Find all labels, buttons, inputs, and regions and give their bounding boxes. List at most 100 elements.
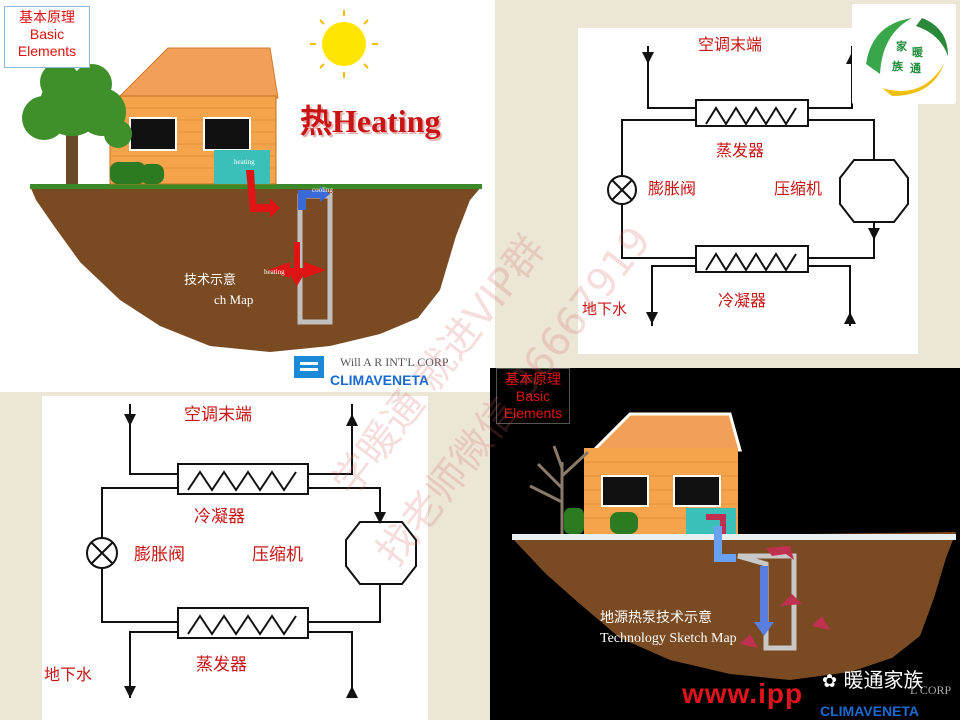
pipe-terminal-left (129, 404, 178, 475)
bottom-coil (187, 614, 297, 636)
pipe-loop-left-bottom (621, 204, 696, 259)
corp-name: Will A R INT'L CORP (340, 355, 449, 369)
heat-reject-arrow-1 (780, 594, 802, 606)
flow-arrowheads (124, 414, 386, 698)
top-hx-label: 冷凝器 (194, 507, 245, 527)
pipe-ground-left (129, 631, 178, 698)
compressor-icon (839, 159, 909, 223)
bottom-coil (705, 252, 797, 272)
pipe-loop-right-bottom (308, 584, 381, 623)
snow-line (512, 534, 956, 540)
pipe-label-heating: heating (234, 158, 255, 166)
return-up-arrow (766, 546, 794, 560)
heating-illustration-panel: heating cooling heating 技术示意 ch Map Will… (0, 0, 495, 392)
bush-mid (610, 512, 638, 534)
top-coil (187, 470, 297, 492)
house-window-left (601, 475, 649, 507)
top-hx-label: 蒸发器 (716, 141, 764, 160)
logo-char-2: 暖 (912, 46, 923, 59)
logo-char-4: 通 (910, 62, 921, 75)
label-line-3: Elements (17, 43, 77, 59)
corp-brand: CLIMAVENETA (330, 372, 429, 388)
house-roof (116, 47, 279, 99)
soil-ground (512, 532, 956, 680)
wechat-name-text: 暖通家族 (843, 668, 924, 692)
house-window-right (673, 475, 721, 507)
compressor-icon (345, 521, 417, 585)
valve-label: 膨胀阀 (134, 545, 185, 565)
sketch-caption-en: Technology Sketch Map (600, 631, 737, 646)
climaveneta-logo (294, 356, 324, 378)
label-line-3: Elements (503, 405, 563, 421)
sun-icon (322, 22, 366, 66)
expansion-valve-icon (86, 537, 118, 569)
groundwater-label: 地下水 (582, 300, 627, 318)
bare-tree (529, 445, 590, 534)
cooling-scene: 地源热泵技术示意 Technology Sketch Map L CORP CL… (512, 412, 956, 719)
logo-char-1: 家 (896, 40, 907, 53)
logo-swoosh (866, 18, 948, 96)
logo-char-3: 族 (892, 60, 903, 73)
label-line-1: 基本原理 (19, 9, 75, 25)
pipe-terminal-right (308, 404, 353, 475)
bottom-hx-label: 蒸发器 (196, 655, 247, 675)
heat-reject-arrow-2 (812, 616, 830, 630)
top-heat-exchanger (177, 463, 309, 495)
label-line-1: 基本原理 (505, 371, 561, 387)
sun-rays (310, 10, 378, 78)
basic-elements-label: 基本原理 Basic Elements (4, 6, 90, 68)
wechat-account-name: ✿ 暖通家族 (822, 664, 923, 693)
label-line-2: Basic (29, 26, 65, 42)
tree-foliage (22, 62, 132, 148)
heat-pump-unit (214, 150, 270, 184)
pipe-loop-right-top (308, 487, 381, 522)
down-cool-arrow (754, 566, 774, 636)
label-line-2: Basic (515, 388, 551, 404)
pipe-label-heating-2: heating (264, 268, 285, 276)
compressor-label: 压缩机 (252, 545, 303, 565)
bush-mid (140, 164, 164, 184)
sketch-caption-en: ch Map (214, 292, 253, 307)
pipe-loop-left-top (101, 487, 178, 538)
groundwater-label: 地下水 (44, 665, 92, 684)
terminal-label: 空调末端 (698, 35, 762, 54)
pipe-loop-left-bottom (101, 568, 178, 623)
pipe-ground-right (808, 265, 851, 326)
cooling-schematic: 空调末端 蒸发器 膨胀阀 压缩机 冷凝器 地下水 (582, 35, 909, 326)
pipe-loop-left-top (621, 119, 696, 176)
hvac-family-logo: 家 暖 族 通 (852, 4, 956, 104)
house-window-right (203, 117, 251, 151)
pipe-loop-right-bottom (808, 222, 875, 259)
heating-title: 热Heating (300, 103, 441, 139)
pipe-loop-right-top (808, 119, 875, 160)
pipe-ground-left (651, 265, 696, 326)
down-heat-arrow (286, 242, 308, 286)
bush-left (110, 162, 146, 184)
pipe-terminal-right (808, 46, 853, 109)
heat-reject-arrow-3 (740, 634, 758, 648)
wechat-icon: ✿ (822, 671, 838, 692)
sketch-caption-zh: 技术示意 (184, 272, 236, 288)
terminal-label: 空调末端 (184, 405, 252, 425)
heating-schematic: 空调末端 冷凝器 膨胀阀 压缩机 蒸发器 地下水 (44, 404, 417, 698)
heat-arrow-right (304, 262, 326, 278)
bottom-hx-label: 冷凝器 (718, 291, 766, 310)
corp-brand: CLIMAVENETA (820, 703, 919, 719)
website-url[interactable]: www.ipp (682, 678, 804, 709)
corp-name: L CORP (910, 683, 952, 697)
soil-ground (30, 186, 482, 352)
heating-scene: heating cooling heating 技术示意 ch Map Will… (22, 10, 482, 388)
top-coil (705, 106, 797, 126)
house-window-left (129, 117, 177, 151)
heating-schematic-panel: 空调末端 冷凝器 膨胀阀 压缩机 蒸发器 地下水 (42, 396, 428, 720)
house-roof (590, 412, 742, 452)
cooling-illustration-panel: 地源热泵技术示意 Technology Sketch Map L CORP CL… (490, 368, 960, 720)
heating-flow-arrow (246, 170, 280, 218)
heat-pump-unit (686, 508, 736, 534)
cool-flow-arrow (714, 526, 736, 562)
grass-line (30, 184, 482, 189)
pipe-ground-right (308, 631, 353, 698)
top-heat-exchanger (695, 99, 809, 127)
sketch-caption-zh: 地源热泵技术示意 (600, 609, 712, 626)
bush-left (564, 508, 584, 534)
